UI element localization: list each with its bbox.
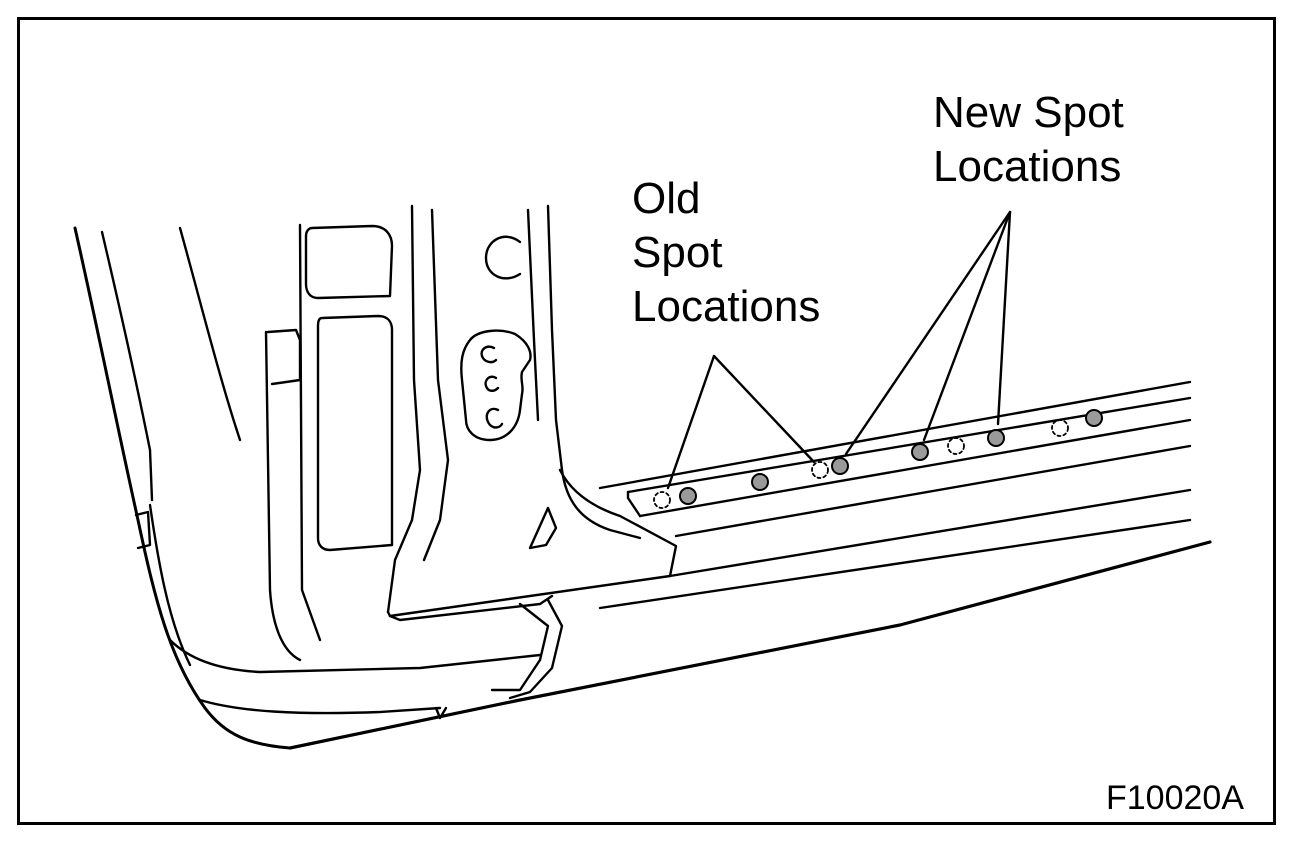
rocker-flange-top: [600, 382, 1190, 488]
new-spot-leaders: [846, 212, 1010, 454]
old-spot-label-line-3: Locations: [632, 282, 821, 331]
new-spot-weld: [912, 444, 928, 460]
new-spot-welds: [680, 410, 1102, 504]
new-spot-weld: [680, 488, 696, 504]
old-spot-weld: [948, 438, 964, 454]
old-spot-label-line-1: Old: [632, 174, 701, 223]
rocker-bottom-edge: [290, 542, 1210, 748]
bracket-hole-3: [487, 409, 502, 428]
notch: [436, 708, 446, 718]
rocker-flange-4: [676, 446, 1190, 536]
wheel-arch-outer: [75, 228, 290, 748]
wheel-arch-inner-1: [102, 232, 152, 500]
bracket-hole-1: [482, 347, 496, 362]
old-spot-locations-label: Old Spot Locations: [632, 172, 820, 334]
new-spot-locations-label: New Spot Locations: [933, 86, 1124, 194]
bracket-hole-2: [486, 377, 498, 391]
old-spot-welds: [654, 420, 1068, 508]
new-spot-label-line-2: Locations: [933, 142, 1122, 191]
pillar-inner-edge: [424, 210, 448, 560]
new-spot-weld: [988, 430, 1004, 446]
lower-panel-window: [318, 316, 392, 550]
pillar-foot-2: [510, 600, 562, 698]
rocker-inner-step: [628, 492, 640, 516]
old-spot-weld: [1052, 420, 1068, 436]
inner-panel-edge-2: [300, 225, 320, 640]
rocker-lower-curve: [170, 640, 540, 672]
new-spot-weld: [832, 458, 848, 474]
rocker-flange-6: [600, 520, 1190, 608]
rocker-flange-5: [670, 490, 1190, 576]
pillar-base-plate: [388, 470, 676, 616]
pillar-right-edge: [548, 206, 640, 538]
rocker-flange-2: [628, 398, 1190, 492]
figure-frame: [17, 17, 1276, 825]
wheel-arch-step: [136, 512, 150, 548]
upper-panel-window: [306, 226, 392, 298]
figure-id: F10020A: [1106, 779, 1244, 817]
left-panel-bracket: [268, 330, 300, 384]
pillar-foot: [492, 604, 548, 690]
old-spot-weld: [812, 462, 828, 478]
pillar-bracket: [461, 331, 530, 440]
wheel-arch-inner-2: [150, 505, 190, 665]
rocker-flange-3: [640, 420, 1190, 516]
pillar-left-edge: [388, 206, 420, 612]
inner-panel-edge: [266, 332, 300, 660]
new-spot-weld: [752, 474, 768, 490]
old-spot-weld: [654, 492, 670, 508]
rocker-lower-curve-2: [200, 700, 440, 713]
pillar-right-inner: [528, 210, 538, 420]
pillar-hole-top: [486, 237, 520, 279]
new-spot-weld: [1086, 410, 1102, 426]
pillar-triangle: [530, 508, 556, 548]
pillar-base-lower: [390, 596, 552, 620]
old-spot-leaders: [668, 356, 814, 488]
old-spot-label-line-2: Spot: [632, 228, 723, 277]
wheel-arch-inner-3: [180, 228, 240, 440]
new-spot-label-line-1: New Spot: [933, 88, 1124, 137]
